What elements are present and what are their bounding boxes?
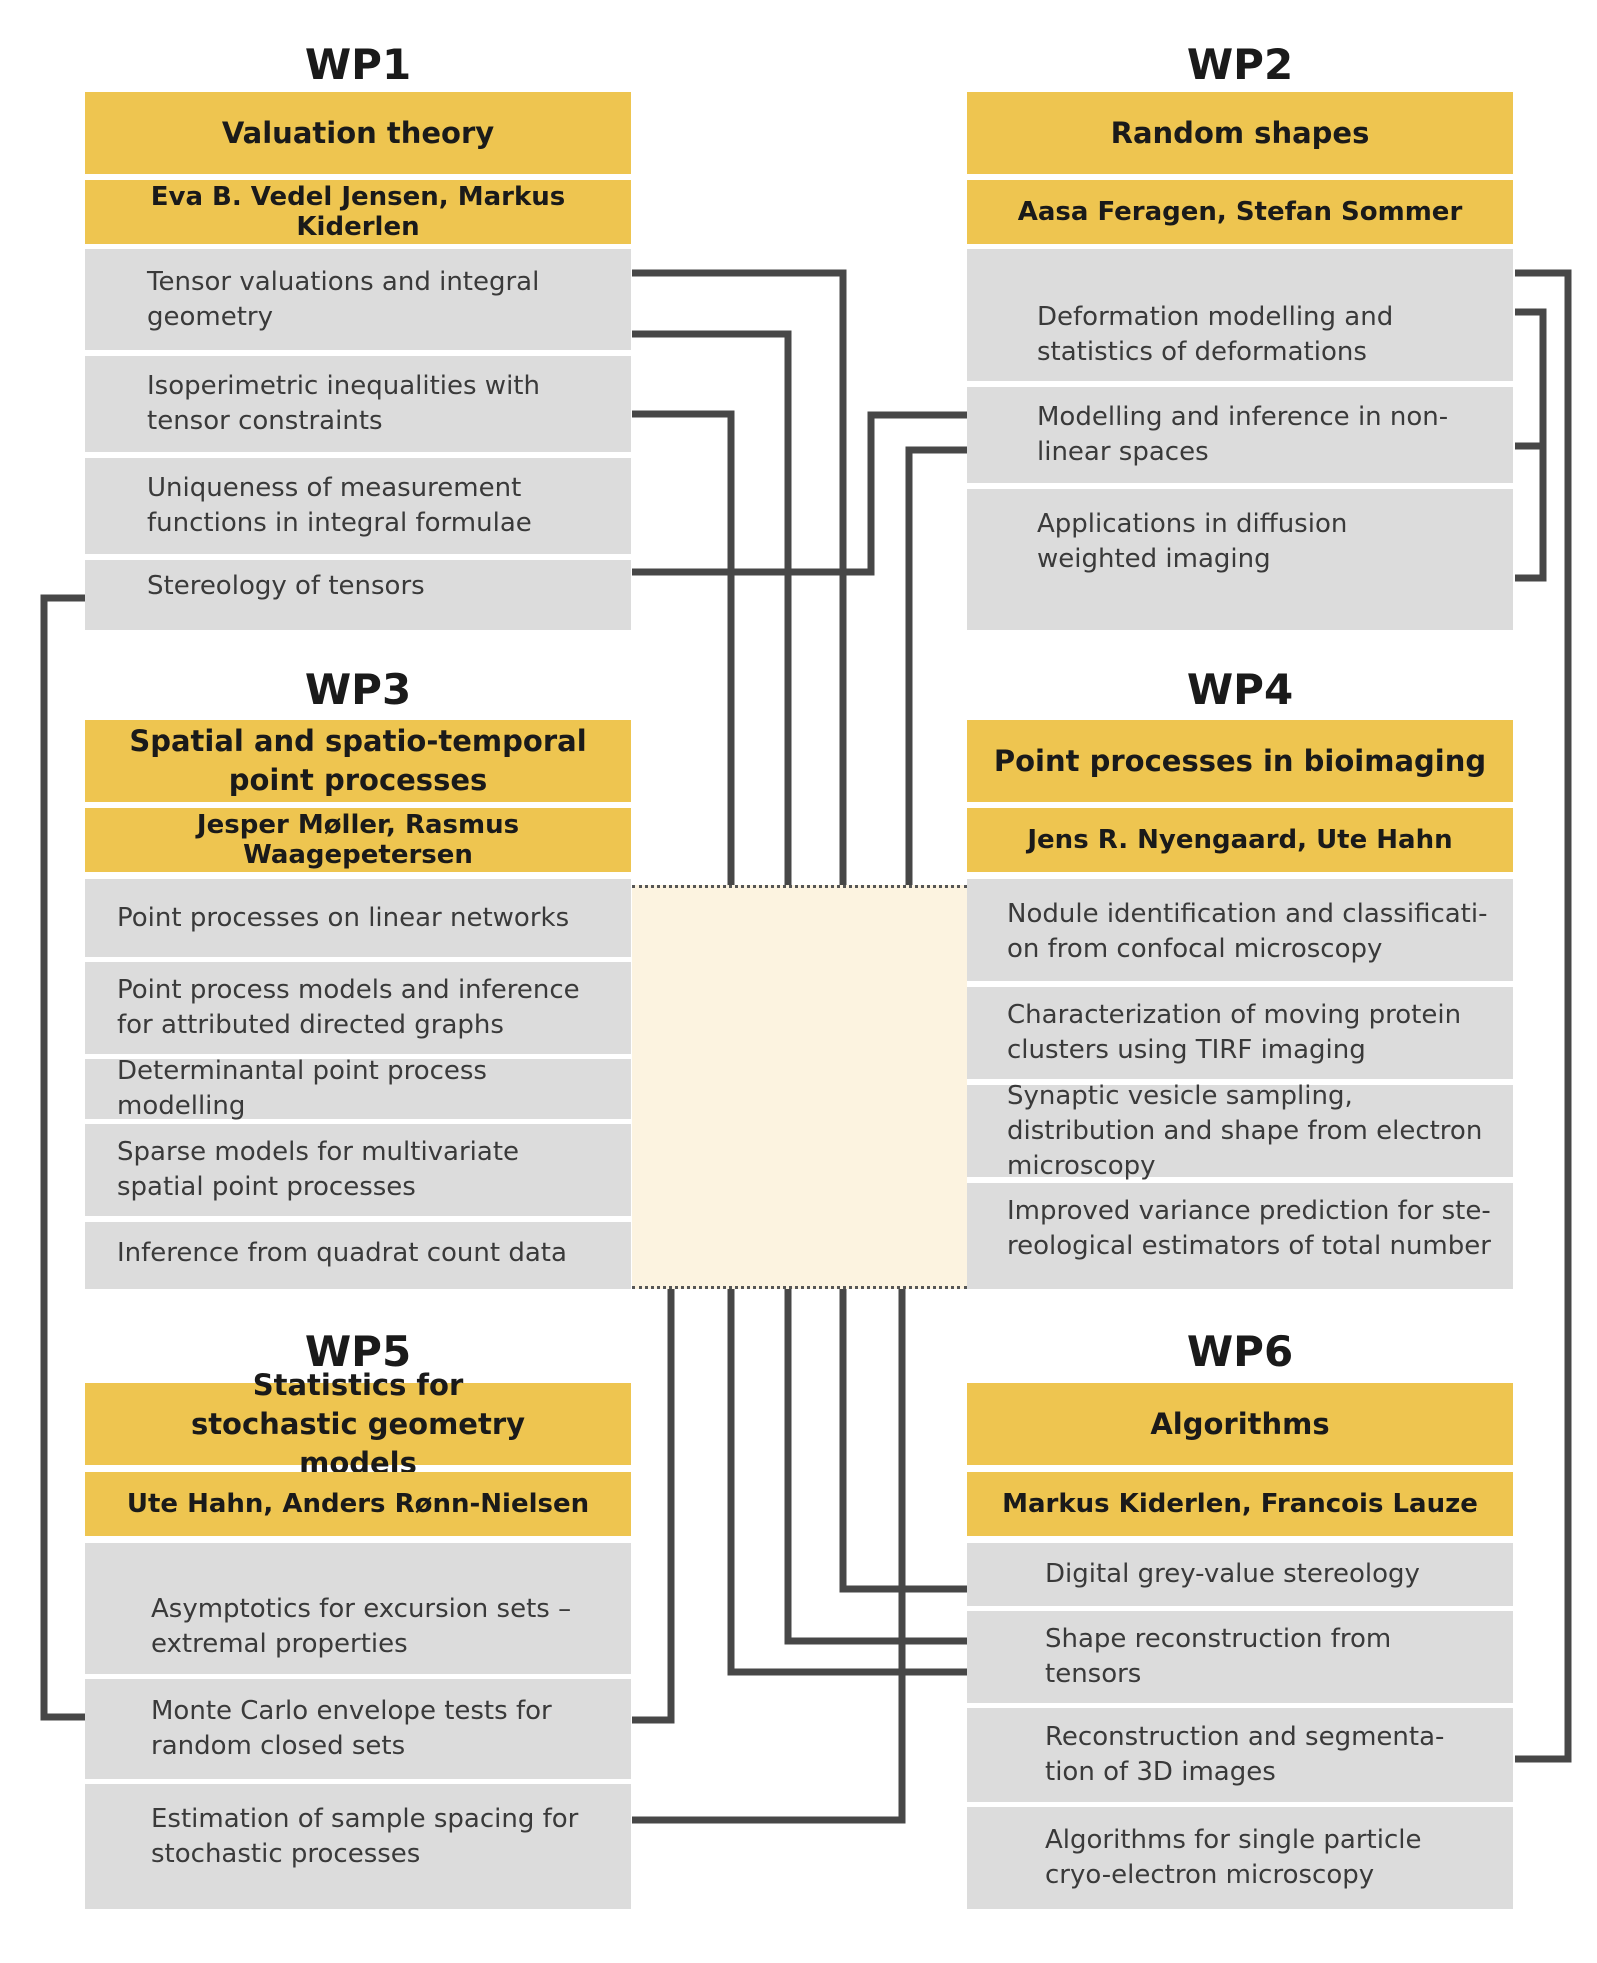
wp2-topic-diffusion: Applications in diffusion weighted imagi… [967,489,1513,630]
wp4-topic-nodule: Nodule identification and classificati-o… [967,879,1513,981]
wp3-topic-determinantal: Determinantal point process modelling [85,1056,631,1121]
wp1-topic-stereology-tensors: Stereology of tensors [85,560,631,630]
wp1-title: WP1 [304,40,412,89]
wp3-title: WP3 [304,665,412,714]
wp2-topic-nonlinear: Modelling and inference in non-linear sp… [967,387,1513,483]
wp3-topic-sparse-models: Sparse models for multivariate spatial p… [85,1124,631,1216]
wp6-topic-grey-value: Digital grey-value stereology [967,1543,1513,1606]
wp5-topic-excursion-sets: Asymptotics for excursion sets – extrema… [85,1543,631,1674]
connector-wp2-nonlinear-to-wp3-linear [632,446,967,928]
wp2-topic-deformation: Deformation modelling and statistics of … [967,249,1513,381]
wp3-topic-linear-networks: Point processes on linear networks [85,879,631,957]
wp5-leaders: Ute Hahn, Anders Rønn-Nielsen [85,1472,631,1536]
wp5-theme: Statistics for stochastic geometry model… [85,1368,631,1480]
wp1-topic-uniqueness: Uniqueness of measurement functions in i… [85,458,631,554]
wp2-theme: Random shapes [967,92,1513,174]
wp2-leaders: Aasa Feragen, Stefan Sommer [967,180,1513,244]
wp5-topic-monte-carlo: Monte Carlo envelope tests for random cl… [85,1679,631,1779]
wp5-title: WP5 [304,1327,412,1376]
wp5-topic-sample-spacing: Estimation of sample spacing for stochas… [85,1784,631,1909]
wp4-theme: Point processes in bioimaging [967,720,1513,802]
wp4-topic-synaptic: Synaptic vesicle sampling, distribution … [967,1081,1513,1181]
wp6-theme: Algorithms [967,1383,1513,1465]
wp6-topic-cryo-em: Algorithms for single particle cryo-elec… [967,1807,1513,1909]
wp1-topic-isoperimetric: Isoperimetric inequalities with tensor c… [85,356,631,452]
wp3-leaders: Jesper Møller, Rasmus Waagepetersen [85,808,631,872]
wp3-wp4-bridge-highlight [632,885,967,1289]
wp6-leaders: Markus Kiderlen, Francois Lauze [967,1472,1513,1536]
wp1-theme: Valuation theory [85,92,631,174]
connector-wp1-stereology-to-wp5-montecarlo [40,594,85,1721]
wp6-title: WP6 [1186,1327,1294,1376]
wp1-leaders: Eva B. Vedel Jensen, Markus Kiderlen [85,180,631,244]
wp3-topic-directed-graphs: Point process models and inference for a… [85,962,631,1054]
connector-wp1-stereology-to-wp2-nonlinear [632,411,967,576]
connector-wp2-to-wp6-reconstruction [1515,269,1572,1763]
wp3-theme: Spatial and spatio-temporal point proces… [85,720,631,802]
wp2-title: WP2 [1186,40,1294,89]
wp4-leaders: Jens R. Nyengaard, Ute Hahn [967,808,1513,872]
wp1-topic-tensor-valuations: Tensor valuations and integral geometry [85,249,631,350]
wp4-title: WP4 [1186,665,1294,714]
wp3-topic-quadrat-count: Inference from quadrat count data [85,1222,631,1289]
wp4-topic-tirf: Characterization of moving protein clust… [967,987,1513,1079]
wp6-topic-3d-images: Reconstruction and segmenta-tion of 3D i… [967,1708,1513,1802]
wp4-topic-variance: Improved variance prediction for ste-reo… [967,1183,1513,1289]
wp6-topic-shape-reconstruction: Shape reconstruction from tensors [967,1611,1513,1703]
